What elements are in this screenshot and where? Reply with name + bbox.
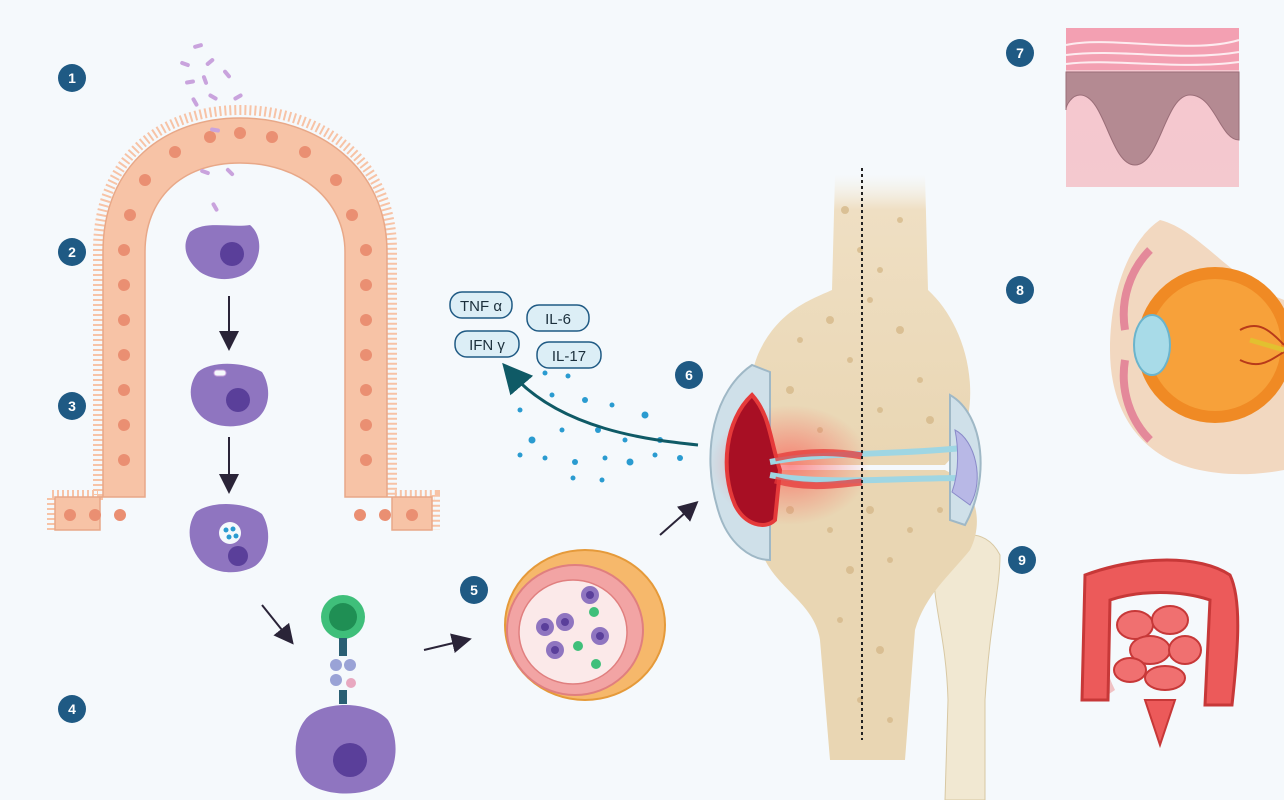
step-badge-6: 6 [675,361,703,389]
svg-text:5: 5 [470,582,478,598]
svg-text:6: 6 [685,367,693,383]
svg-text:9: 9 [1018,552,1026,568]
step-badge-1: 1 [58,64,86,92]
step-badge-5: 5 [460,576,488,604]
svg-text:4: 4 [68,701,76,717]
svg-text:8: 8 [1016,282,1024,298]
svg-text:2: 2 [68,244,76,260]
step-badge-9: 9 [1008,546,1036,574]
macrophage-1 [185,225,259,279]
step-badge-2: 2 [58,238,86,266]
step-badge-4: 4 [58,695,86,723]
intestine-section [1082,560,1238,745]
eye-section [1110,220,1284,474]
cytokine-ifn-gamma: IFN γ [469,337,505,354]
skin-section [1066,28,1239,187]
svg-text:1: 1 [68,70,76,86]
knee-joint [710,175,1000,800]
macrophage-3 [190,504,269,572]
step-badge-7: 7 [1006,39,1034,67]
t-cell-apc-interaction [296,595,396,794]
cytokine-il-17: IL-17 [552,348,586,365]
blood-vessel [505,550,665,700]
step-badge-3: 3 [58,392,86,420]
arrow-to-joint [660,505,694,535]
svg-text:3: 3 [68,398,76,414]
cytokine-labels: TNF α IL-6 IFN γ IL-17 [450,292,601,368]
step-badge-8: 8 [1006,276,1034,304]
svg-text:7: 7 [1016,45,1024,61]
macrophage-2 [191,364,268,427]
cytokine-il-6: IL-6 [545,311,571,328]
cytokine-tnf-alpha: TNF α [460,298,502,315]
arrow-to-synapse [262,605,290,640]
arrow-to-vessel [424,640,466,650]
cytokine-release-arrow [510,372,698,445]
intestinal-villus [52,110,435,530]
